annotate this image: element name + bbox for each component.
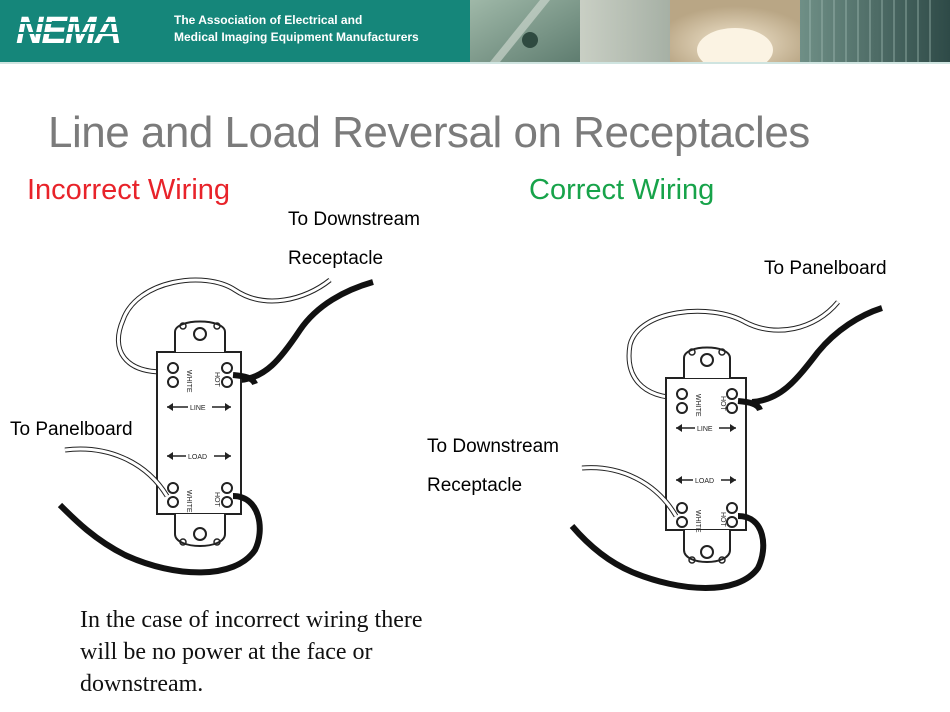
correct-label-downstream: To Downstream <box>427 436 559 457</box>
correct-hot-bottom: HOT <box>719 512 726 528</box>
svg-text:NEMA: NEMA <box>16 10 120 49</box>
incorrect-white-top: WHITE <box>185 370 192 393</box>
correct-wiring-heading: Correct Wiring <box>529 174 715 206</box>
org-line-1: The Association of Electrical and <box>174 13 363 27</box>
correct-label-receptacle: Receptacle <box>427 475 523 496</box>
incorrect-load-label: LOAD <box>188 454 207 461</box>
header-photo-strip <box>470 0 950 62</box>
header-divider <box>0 62 950 64</box>
org-line-2: Medical Imaging Equipment Manufacturers <box>174 30 419 44</box>
incorrect-white-bottom: WHITE <box>185 490 192 513</box>
correct-white-bottom: WHITE <box>694 510 701 533</box>
incorrect-wiring-diagram: WHITE HOT WHITE HOT LINE LOAD <box>57 277 374 576</box>
incorrect-line-label: LINE <box>190 405 206 412</box>
incorrect-label-receptacle: Receptacle <box>288 248 384 269</box>
correct-label-panelboard: To Panelboard <box>764 258 887 279</box>
organization-name: The Association of Electrical and Medica… <box>174 12 419 46</box>
explanation-note: In the case of incorrect wiring there wi… <box>80 607 423 697</box>
slide-title: Line and Load Reversal on Receptacles <box>48 108 810 157</box>
incorrect-label-downstream: To Downstream <box>288 209 420 230</box>
correct-hot-top: HOT <box>719 396 726 412</box>
incorrect-label-panelboard: To Panelboard <box>10 419 133 440</box>
correct-load-label: LOAD <box>695 478 714 485</box>
header-banner: NEMA The Association of Electrical and M… <box>0 0 950 62</box>
correct-line-label: LINE <box>697 426 713 433</box>
incorrect-wiring-heading: Incorrect Wiring <box>27 174 231 206</box>
correct-wiring-diagram: WHITE HOT WHITE HOT LINE LOAD <box>569 300 883 591</box>
incorrect-hot-top: HOT <box>213 372 220 388</box>
nema-logo: NEMA <box>14 10 159 49</box>
correct-white-top: WHITE <box>694 394 701 417</box>
incorrect-hot-bottom: HOT <box>213 492 220 508</box>
